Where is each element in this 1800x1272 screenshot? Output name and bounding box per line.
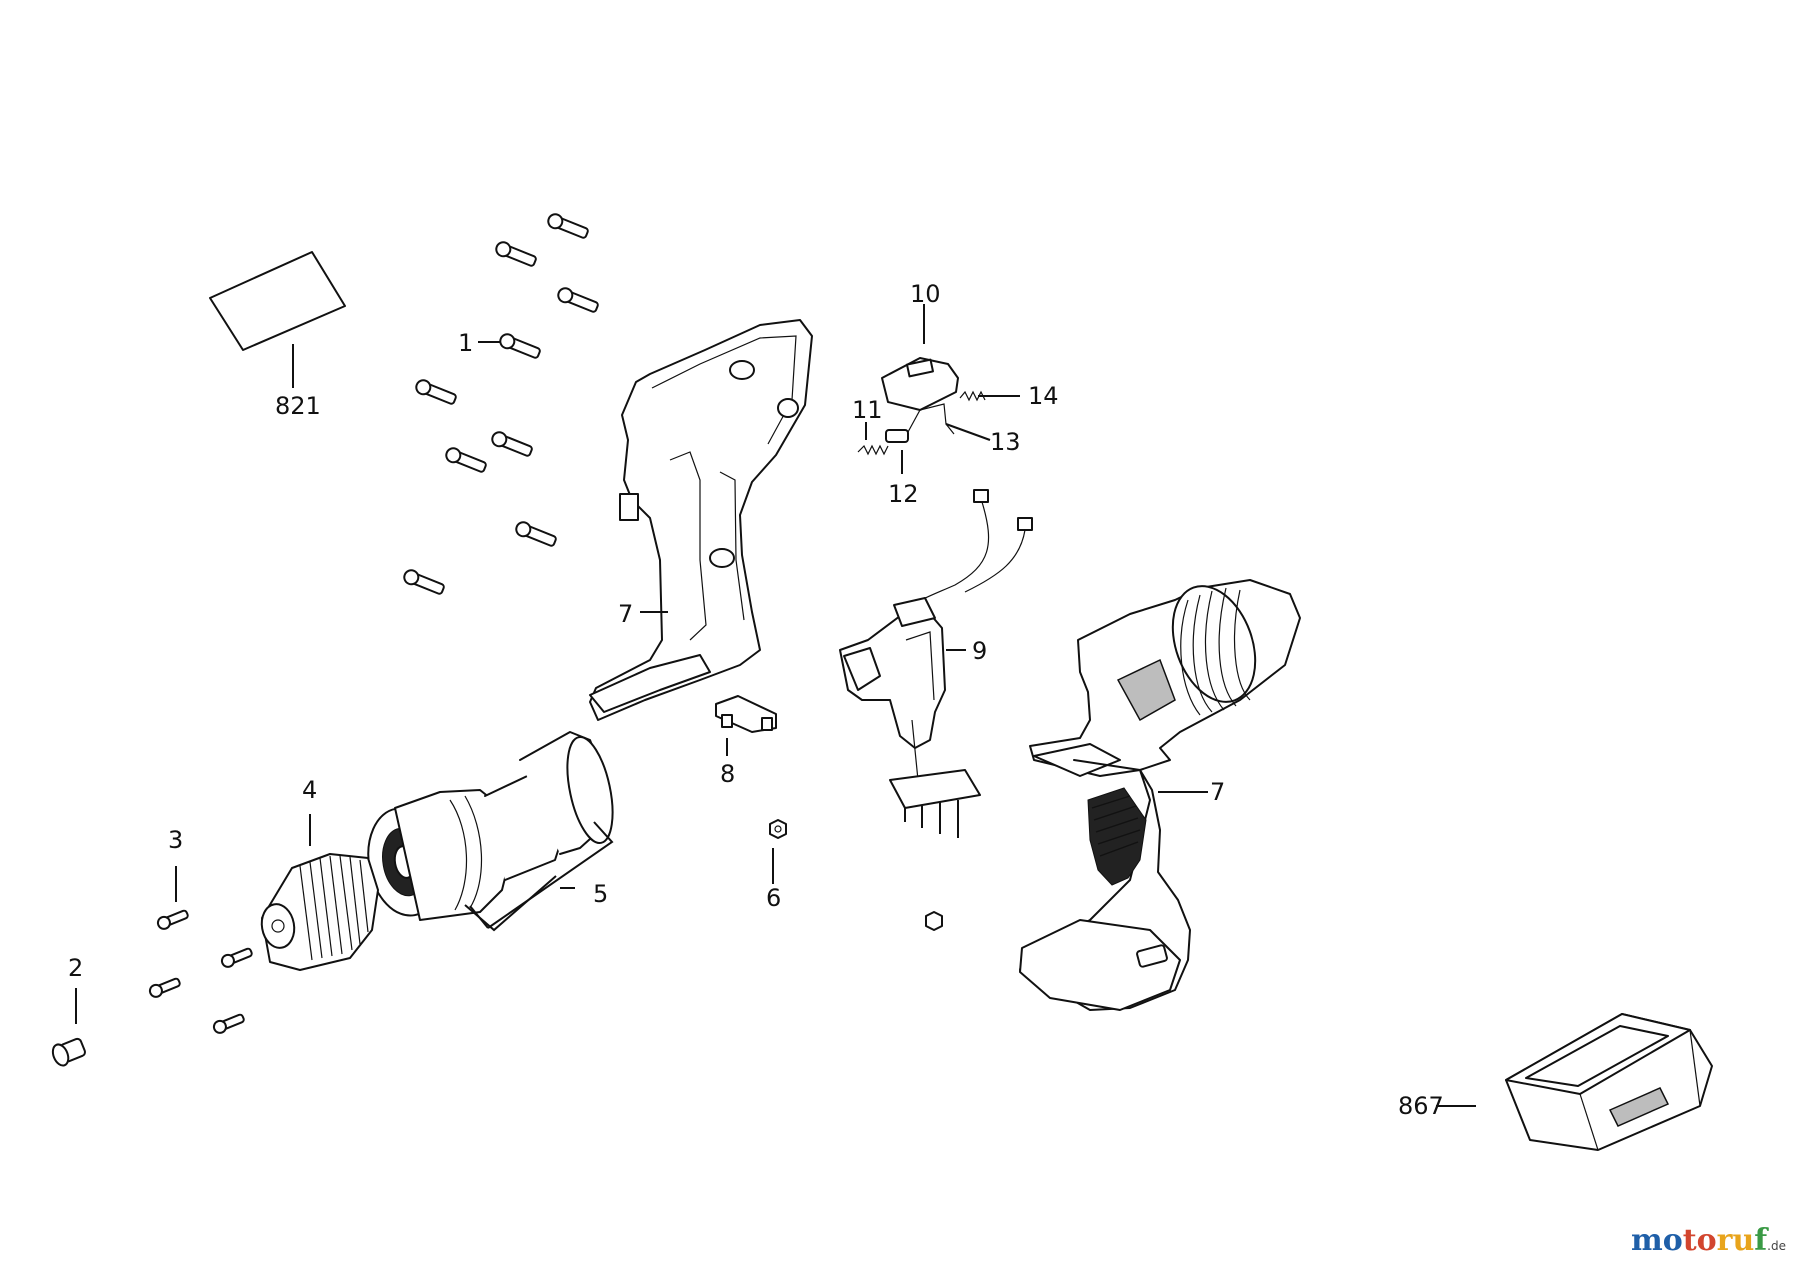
part-label-12: 12 xyxy=(888,480,919,508)
left-housing-half-part xyxy=(589,319,813,721)
part-label-5: 5 xyxy=(593,880,608,908)
watermark-logo: motoruf.de xyxy=(1631,1223,1786,1258)
direction-switch-part xyxy=(715,695,777,756)
chuck-part xyxy=(260,814,379,971)
carry-case-part xyxy=(1436,1013,1713,1151)
part-label-8: 8 xyxy=(720,760,735,788)
part-label-2: 2 xyxy=(68,954,83,982)
part-label-13: 13 xyxy=(990,428,1021,456)
switch-module-part xyxy=(839,489,1033,838)
watermark-suffix: .de xyxy=(1767,1239,1786,1253)
part-label-821: 821 xyxy=(275,392,321,420)
part-label-14: 14 xyxy=(1028,382,1059,410)
part-label-7-right: 7 xyxy=(1210,778,1225,806)
watermark-part-4: f xyxy=(1754,1223,1768,1258)
chuck-screws-part xyxy=(148,866,253,1034)
part-label-9: 9 xyxy=(972,637,987,665)
part-label-11: 11 xyxy=(852,396,883,424)
label-sheet-part xyxy=(209,251,346,388)
watermark-part-3: ru xyxy=(1716,1223,1755,1258)
chuck-retaining-screw-part xyxy=(51,988,86,1067)
part-label-3: 3 xyxy=(168,826,183,854)
motor-gearbox-part xyxy=(367,731,614,932)
part-label-10: 10 xyxy=(910,280,941,308)
springs-and-wire-part xyxy=(857,390,1020,474)
part-label-6: 6 xyxy=(766,884,781,912)
watermark-part-2: to xyxy=(1682,1223,1717,1258)
part-label-7-left: 7 xyxy=(618,600,633,628)
part-label-867: 867 xyxy=(1398,1092,1444,1120)
housing-screws-part xyxy=(403,213,599,595)
part-label-1: 1 xyxy=(458,329,473,357)
motor-bracket xyxy=(469,821,614,929)
watermark-part-1: mo xyxy=(1631,1223,1683,1258)
switch-cover-part xyxy=(881,304,959,411)
nut-part xyxy=(769,819,943,931)
part-label-4: 4 xyxy=(302,776,317,804)
right-housing-half-part xyxy=(1019,579,1301,1011)
